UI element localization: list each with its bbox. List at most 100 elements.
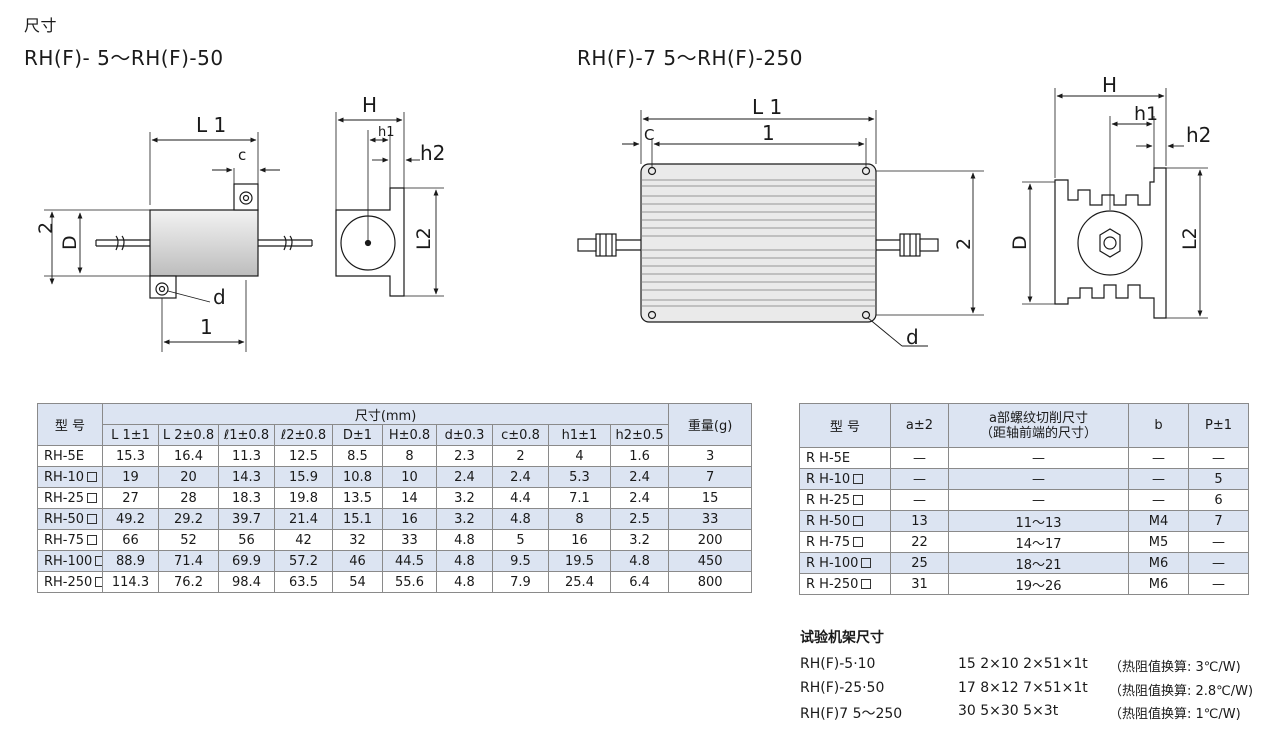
- model-cell: RH-250: [37, 571, 103, 593]
- label-c: c: [238, 146, 246, 164]
- value-cell: 16: [548, 529, 611, 551]
- value-cell: 2.4: [436, 466, 493, 488]
- header-model: 型 号: [37, 403, 103, 446]
- value-cell: 3.2: [436, 508, 493, 530]
- label-2-right: 2: [953, 238, 975, 250]
- fixture-size: 17 8×12 7×51×1t: [958, 680, 1088, 696]
- model-cell: RH-10: [37, 466, 103, 488]
- value-cell: 15.9: [274, 466, 333, 488]
- value-cell: 16: [382, 508, 437, 530]
- thread-cell: 19～26: [948, 573, 1129, 595]
- model-cell: RH-25: [37, 487, 103, 509]
- square-mark-icon: [853, 494, 864, 505]
- value-cell: 19: [102, 466, 159, 488]
- value-cell: 16.4: [158, 445, 219, 467]
- square-mark-icon: [853, 473, 864, 484]
- value-cell: 49.2: [102, 508, 159, 530]
- value-cell: 8: [548, 508, 611, 530]
- label-1-left: 1: [200, 315, 213, 339]
- label-h1-left: h1: [378, 125, 395, 140]
- value-cell: 32: [332, 529, 383, 551]
- label-L1-right: L 1: [752, 95, 782, 119]
- large-resistor-front-view: [577, 110, 984, 347]
- value-cell: 29.2: [158, 508, 219, 530]
- label-H-right: H: [1102, 73, 1117, 97]
- value-cell: 14: [382, 487, 437, 509]
- model-name: RH-5E: [44, 448, 84, 464]
- value-cell: 18.3: [218, 487, 275, 509]
- b-cell: M5: [1128, 531, 1189, 553]
- b-cell: —: [1128, 447, 1189, 469]
- header-col: H±0.8: [382, 424, 437, 446]
- large-resistor-side-labels: H h1 h2 D L2: [1009, 73, 1211, 250]
- b-cell: M6: [1128, 552, 1189, 574]
- model-cell: RH-5E: [37, 445, 103, 467]
- a-cell: 25: [890, 552, 949, 574]
- square-mark-icon: [87, 513, 98, 524]
- model-name: RH-25: [44, 490, 85, 506]
- left-drawing-title: RH(F)- 5～RH(F)-50: [24, 46, 224, 70]
- a-cell: —: [890, 489, 949, 511]
- thread-cell: 11～13: [948, 510, 1129, 532]
- label-L2-left: L2: [413, 227, 435, 250]
- a-cell: —: [890, 447, 949, 469]
- label-D-left: D: [59, 235, 81, 250]
- label-d-right: d: [906, 325, 919, 349]
- header-col: L 1±1: [102, 424, 159, 446]
- value-cell: 76.2: [158, 571, 219, 593]
- value-cell: 54: [332, 571, 383, 593]
- value-cell: 4.8: [436, 571, 493, 593]
- value-cell: 63.5: [274, 571, 333, 593]
- value-cell: 10.8: [332, 466, 383, 488]
- thread-cell: 14～17: [948, 531, 1129, 553]
- header-col: h2±0.5: [609, 424, 670, 446]
- square-mark-icon: [87, 492, 98, 503]
- header-a: a±2: [890, 403, 949, 448]
- header-thread-line1: a部螺纹切削尺寸: [989, 410, 1088, 426]
- value-cell: 15.1: [332, 508, 383, 530]
- value-cell: 46: [332, 550, 383, 572]
- header-col: D±1: [332, 424, 383, 446]
- value-cell: 21.4: [274, 508, 333, 530]
- model-name: R H-10: [806, 471, 851, 487]
- small-resistor-front-labels: L 1 c 2 D 1 d: [35, 113, 246, 339]
- model-name: RH-50: [44, 511, 85, 527]
- table-row: R H-10———5: [799, 468, 1249, 490]
- model-cell: R H-5E: [799, 447, 891, 469]
- large-resistor-front-labels: L 1 1 C 2 d: [644, 95, 975, 349]
- table-row: R H-25———6: [799, 489, 1249, 511]
- p-cell: 5: [1188, 468, 1249, 490]
- label-h2-left: h2: [420, 141, 445, 165]
- model-cell: RH-75: [37, 529, 103, 551]
- weight-cell: 3: [668, 445, 753, 467]
- model-name: R H-50: [806, 513, 851, 529]
- label-1-right: 1: [762, 121, 775, 145]
- model-name: RH-75: [44, 532, 85, 548]
- model-name: R H-25: [806, 492, 851, 508]
- p-cell: 6: [1188, 489, 1249, 511]
- label-H-left: H: [362, 93, 377, 117]
- thread-table: 型 号 a±2 a部螺纹切削尺寸 （距轴前端的尺寸） b P±1 R H-5E—…: [799, 403, 1249, 595]
- thread-cell: —: [948, 489, 1129, 511]
- model-name: R H-75: [806, 534, 851, 550]
- header-col: d±0.3: [436, 424, 493, 446]
- value-cell: 2.4: [492, 466, 549, 488]
- value-cell: 52: [158, 529, 219, 551]
- large-resistor-side-view: [1022, 88, 1208, 319]
- value-cell: 55.6: [382, 571, 437, 593]
- model-cell: R H-250: [799, 573, 891, 595]
- dimension-drawings: L 1 c 2 D 1 d H h1 h2 L2: [35, 73, 1211, 352]
- value-cell: 11.3: [218, 445, 275, 467]
- label-h2-right: h2: [1186, 123, 1211, 147]
- value-cell: 25.4: [548, 571, 611, 593]
- square-mark-icon: [95, 576, 102, 587]
- value-cell: 56: [218, 529, 275, 551]
- a-cell: 22: [890, 531, 949, 553]
- value-cell: 3.2: [609, 529, 670, 551]
